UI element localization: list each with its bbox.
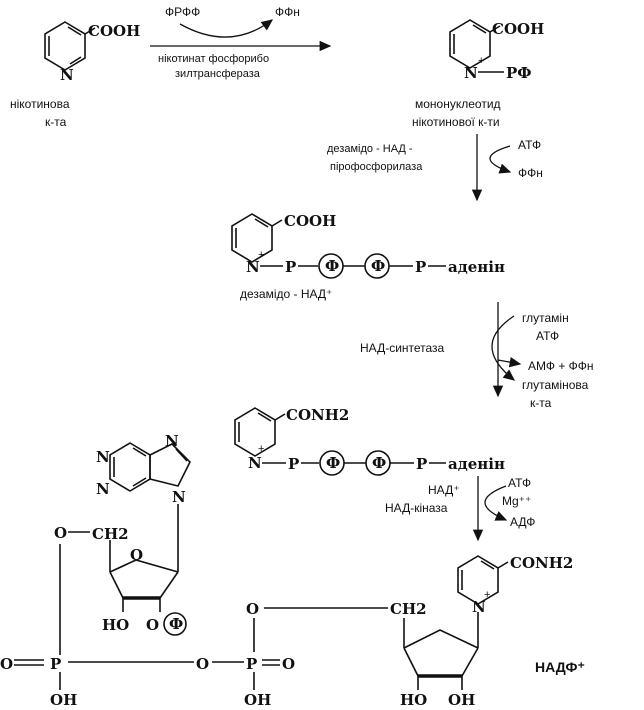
adp-out: АДФ bbox=[510, 515, 535, 529]
ch2-left: CH2 bbox=[92, 525, 129, 543]
desamido-nad-label: дезамідо - НАД⁺ bbox=[240, 287, 332, 301]
nadp-structure: N N N N O CH2 O HO O Ф P O OH O P O bbox=[0, 432, 573, 709]
nad-nitrogen: N bbox=[248, 454, 262, 472]
enzyme-name-2b: пірофосфорилаза bbox=[330, 161, 423, 173]
adenine-n9: N bbox=[172, 488, 186, 506]
desamido-phosphate-1: Ф bbox=[325, 257, 339, 275]
nicotinic-acid-label-2: к-та bbox=[45, 115, 67, 129]
o-top-right: O bbox=[246, 600, 259, 618]
ribose-ring-oxygen: O bbox=[130, 546, 143, 564]
magnesium: Mg⁺⁺ bbox=[502, 494, 531, 508]
glutamine-in: глутамін bbox=[522, 311, 569, 325]
atp-in-3: АТФ bbox=[536, 329, 559, 343]
carboxyl-group: COOH bbox=[88, 22, 140, 40]
nad-phosphate-1: Ф bbox=[326, 454, 340, 472]
nicotinic-acid-label: нікотинова bbox=[10, 97, 70, 111]
ho-right: HO bbox=[400, 691, 427, 709]
step1-arrow bbox=[150, 19, 332, 52]
nad: CONH2 N + Р Ф Ф Р аденін bbox=[234, 406, 505, 476]
nad-phosphate-2: Ф bbox=[372, 454, 386, 472]
nad-kinase: НАД-кіназа bbox=[385, 501, 448, 515]
desamido-carboxyl: COOH bbox=[284, 212, 336, 230]
nadp-label: НАДФ⁺ bbox=[535, 659, 585, 675]
desamido-charge: + bbox=[258, 249, 264, 261]
nmn-charge: + bbox=[478, 55, 484, 67]
desamido-nitrogen: N bbox=[246, 258, 260, 276]
o-double-2: O bbox=[282, 655, 295, 673]
desamido-phosphate-2: Ф bbox=[371, 257, 385, 275]
nad-ribose-2: Р bbox=[416, 455, 427, 473]
nmn-nitrogen: N bbox=[464, 64, 478, 82]
nad-charge: + bbox=[258, 443, 264, 455]
step2-arrow bbox=[471, 134, 512, 202]
nic-nitrogen: N bbox=[472, 598, 486, 616]
nad-ribose-1: Р bbox=[288, 455, 299, 473]
nmn-label: мононуклеотид bbox=[415, 97, 501, 111]
oh-2: OH bbox=[244, 691, 271, 709]
ch2-right: CH2 bbox=[390, 600, 427, 618]
nmn-carboxyl: COOH bbox=[492, 20, 544, 38]
nicotinate-mononucleotide: COOH N + РФ bbox=[449, 19, 544, 82]
step4-arrow bbox=[472, 476, 508, 542]
ho-left: HO bbox=[102, 616, 129, 634]
desamido-nad: COOH N + Р Ф Ф Р аденін bbox=[231, 212, 505, 279]
ppi-product: ФФн bbox=[275, 5, 300, 19]
o-bridge: O bbox=[196, 655, 209, 673]
nad-amide: CONH2 bbox=[286, 406, 349, 424]
desamido-ribose-1: Р bbox=[285, 258, 296, 276]
adenine-n7: N bbox=[165, 432, 179, 450]
glutamate-out-2: к-та bbox=[530, 396, 552, 410]
enzyme-name-1b: зилтрансфераза bbox=[175, 68, 261, 80]
adenine-n3: N bbox=[96, 480, 110, 498]
desamido-ribose-2: Р bbox=[415, 258, 426, 276]
phosphorus-2: P bbox=[246, 655, 257, 673]
phosphate-2p: Ф bbox=[169, 615, 183, 633]
nicotinic-acid: COOH N bbox=[44, 21, 140, 84]
oh-1: OH bbox=[50, 691, 77, 709]
ring-nitrogen: N bbox=[60, 66, 74, 84]
atp-in-4: АТФ bbox=[508, 476, 531, 490]
o-phosphate-2p: O bbox=[146, 616, 159, 634]
atp-in-2: АТФ bbox=[518, 138, 541, 152]
nic-amide: CONH2 bbox=[510, 554, 573, 572]
nad-synthetase: НАД-синтетаза bbox=[360, 341, 445, 355]
ppi-out-2: ФФн bbox=[518, 166, 543, 180]
enzyme-name-2: дезамідо - НАД - bbox=[327, 143, 413, 155]
nad-substrate: НАД⁺ bbox=[428, 483, 460, 497]
amp-ppi-out: АМФ + ФФн bbox=[528, 359, 594, 373]
nmn-ribose-phosphate: РФ bbox=[506, 64, 532, 82]
o-double-1: O bbox=[0, 655, 13, 673]
nad-adenine: аденін bbox=[448, 455, 505, 473]
oh-3: OH bbox=[448, 691, 475, 709]
enzyme-name-1: нікотинат фосфорибо bbox=[158, 53, 269, 65]
glutamate-out: глутамінова bbox=[522, 378, 589, 392]
prpp-cofactor: ФРФФ bbox=[165, 5, 200, 19]
step3-arrow bbox=[491, 302, 522, 398]
nmn-label-2: нікотинової к-ти bbox=[412, 115, 500, 129]
desamido-adenine: аденін bbox=[448, 258, 505, 276]
o-left: O bbox=[54, 524, 67, 542]
nic-charge: + bbox=[484, 589, 490, 601]
adenine-n1: N bbox=[96, 448, 110, 466]
phosphorus-1: P bbox=[50, 655, 61, 673]
